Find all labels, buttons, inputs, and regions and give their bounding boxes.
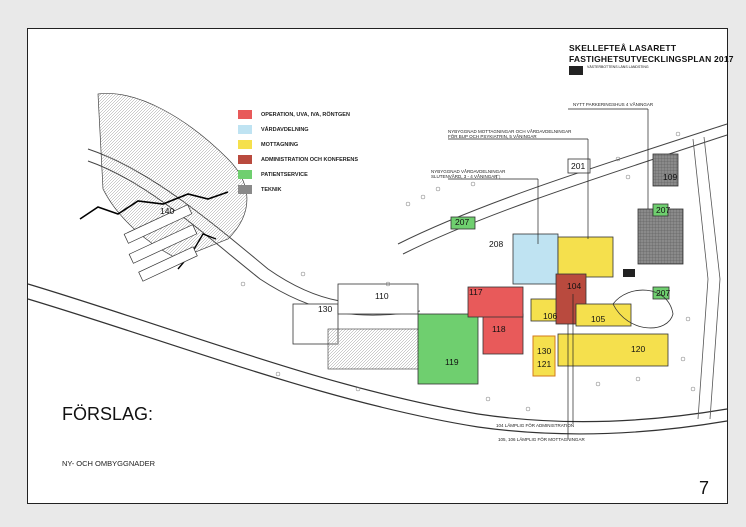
proposal-subtitle: NY- OCH OMBYGGNADER [62, 459, 156, 468]
building-117 [467, 286, 524, 318]
legend-swatch [238, 125, 252, 134]
annotation-ward-line2: SLUTENVÅRD, 3 - 4 VÅNINGAR [431, 174, 498, 179]
map-title-line1: SKELLEFTEÅ LASARETT [569, 43, 677, 53]
legend-swatch [238, 140, 252, 149]
main-road [27, 283, 728, 423]
northwest-area [97, 93, 248, 260]
legend: OPERATION, UVA, IVA, RÖNTGEN VÅRDAVDELNI… [238, 107, 358, 197]
key-symbol [569, 66, 583, 75]
building-207-north [450, 216, 476, 230]
roundabout [612, 289, 674, 329]
annotation-reception-line2: FÖR BUP OCH PSYKIATRIN, 5 VÅNINGAR [448, 134, 537, 139]
building-140-wing-c [138, 246, 198, 282]
site-plan-map [27, 93, 728, 439]
plan-sheet: SKELLEFTEÅ LASARETT FASTIGHETSUTVECKLING… [27, 28, 734, 504]
legend-label: OPERATION, UVA, IVA, RÖNTGEN [261, 111, 350, 118]
building-label: 119 [445, 357, 459, 367]
building-label: 118 [492, 324, 506, 334]
legend-label: TEKNIK [261, 186, 282, 193]
legend-label: ADMINISTRATION OCH KONFERENS [261, 156, 359, 163]
building-label: 105 [591, 314, 606, 324]
legend-item: VÅRDAVDELNING [238, 122, 358, 137]
building-label: 110 [375, 291, 389, 301]
east-road-edge [703, 136, 721, 420]
ward-new [512, 233, 559, 285]
building-label: 207 [455, 217, 470, 227]
building-label: 207 [656, 205, 671, 215]
building-121 [532, 335, 556, 377]
legend-item: OPERATION, UVA, IVA, RÖNTGEN [238, 107, 358, 122]
legend-swatch [238, 170, 252, 179]
legend-label: PATIENTSERVICE [261, 171, 308, 178]
trees [240, 131, 696, 412]
reception-new [557, 236, 614, 278]
building-label: 109 [663, 172, 678, 182]
legend-label: MOTTAGNING [261, 141, 299, 148]
annotation-parking: NYTT PARKERINGSHUS 4 VÅNINGAR [573, 102, 654, 107]
north-road [397, 123, 728, 245]
building-label: 121 [537, 359, 552, 369]
building-105 [575, 303, 632, 327]
parking-lots [327, 328, 429, 370]
building-110-block [337, 283, 419, 315]
legend-item: MOTTAGNING [238, 137, 358, 152]
building-207-south [652, 286, 670, 300]
east-road [692, 138, 709, 420]
map-title-line2: FASTIGHETSUTVECKLINGSPLAN 2017 [569, 54, 734, 64]
building-118 [482, 313, 524, 355]
building-label: 208 [489, 239, 504, 249]
building-109 [652, 153, 679, 187]
legend-item: TEKNIK [238, 182, 358, 197]
building-120 [557, 333, 669, 367]
parking-garage [637, 208, 684, 265]
building-label: 130 [537, 346, 552, 356]
main-road-edge [27, 298, 728, 435]
proposal-heading: FÖRSLAG: [62, 404, 154, 424]
annotation-ward-line1: NYBYGGNAD VÅRDAVDELNINGAR [431, 169, 506, 174]
legend-swatch [238, 155, 252, 164]
north-road-edge [402, 134, 728, 255]
building-label: 201 [571, 161, 586, 171]
building-label: 104 [567, 281, 582, 291]
building-label: 140 [160, 206, 175, 216]
building-207-east [652, 203, 669, 217]
legend-swatch [238, 110, 252, 119]
building-label: 106 [543, 311, 558, 321]
building-label: 207 [656, 288, 671, 298]
legend-swatch [238, 185, 252, 194]
building-201 [567, 158, 591, 174]
legend-item: PATIENTSERVICE [238, 167, 358, 182]
key-note: VÄSTERBOTTENS LÄNS LANDSTING [587, 65, 649, 69]
building-119 [417, 313, 479, 385]
building-label: 120 [631, 344, 646, 354]
building-label: 130 [318, 304, 333, 314]
annotation-reception-line1: NYBYGGNAD MOTTAGNINGAR OCH VÅRDAVDELNING… [448, 129, 572, 134]
legend-label: VÅRDAVDELNING [261, 126, 309, 133]
boundary-line [79, 191, 229, 220]
page-number: 7 [699, 478, 710, 498]
building-140-wing-a [123, 204, 193, 244]
building-label: 117 [469, 287, 483, 297]
legend-item: ADMINISTRATION OCH KONFERENS [238, 152, 358, 167]
parking-entrance [623, 269, 635, 277]
annotation-reception-suitability: 105, 106 LÄMPLIG FÖR MOTTAGNINGAR [498, 437, 585, 442]
building-140-wing-b [128, 224, 198, 264]
annotation-admin: 104 LÄMPLIG FÖR ADMINISTRATION [496, 423, 575, 428]
